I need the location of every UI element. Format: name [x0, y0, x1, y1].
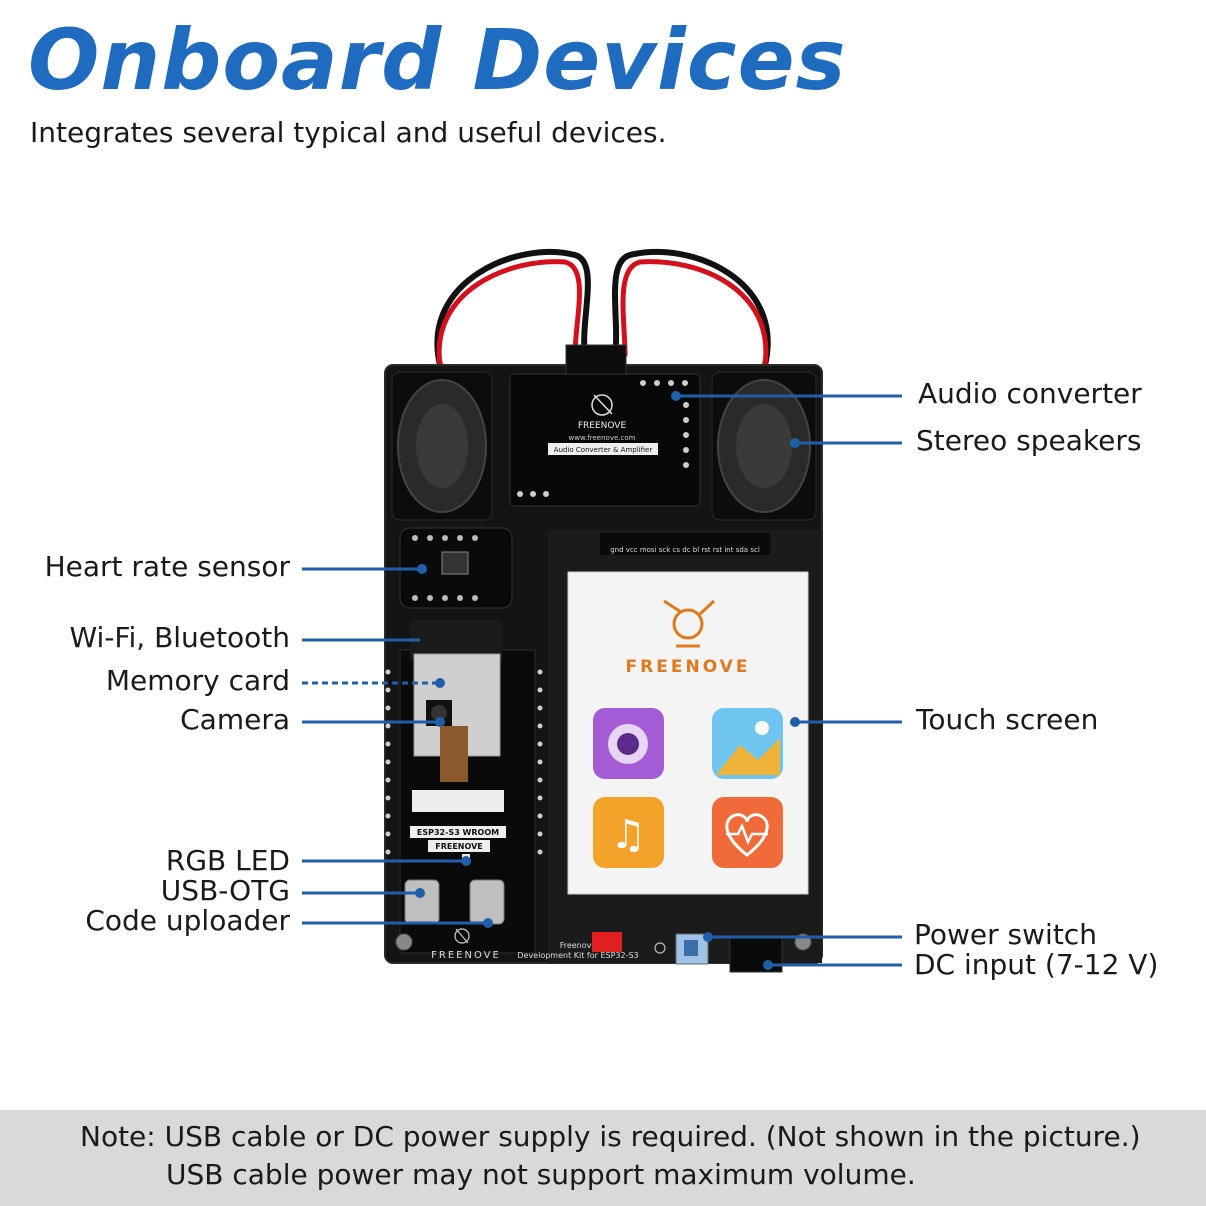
red-switch-icon — [592, 932, 622, 952]
label-stereo-speakers: Stereo speakers — [916, 424, 1142, 457]
esp-brand-label: FREENOVE — [435, 842, 483, 851]
label-dc-input: DC input (7-12 V) — [914, 948, 1159, 981]
touch-screen-display: FREENOVE ♫ — [567, 571, 809, 895]
heart-app-icon — [712, 797, 783, 868]
label-usb-otg: USB-OTG — [160, 874, 290, 907]
left-speaker-icon — [391, 371, 493, 521]
power-icon — [654, 942, 666, 954]
screen-brand: FREENOVE — [626, 657, 751, 677]
label-rgb-led: RGB LED — [165, 844, 290, 877]
heart-rate-sensor-module — [399, 527, 513, 609]
audio-url: www.freenove.com — [569, 434, 636, 442]
label-camera: Camera — [180, 703, 290, 736]
board-bottom-text: Freenove — [560, 941, 597, 950]
screen-pin-header — [600, 533, 770, 555]
leader-lines — [302, 394, 902, 967]
note-line-2: USB cable power may not support maximum … — [166, 1158, 916, 1191]
page-subtitle: Integrates several typical and useful de… — [30, 116, 667, 149]
label-memory-card: Memory card — [105, 664, 290, 697]
page-title: Onboard Devices — [28, 11, 847, 109]
usb-otg-port-icon — [404, 879, 440, 925]
speaker-connector — [565, 344, 627, 376]
screw-icon — [395, 933, 413, 951]
label-wifi-bluetooth: Wi-Fi, Bluetooth — [69, 621, 290, 654]
pin-header-label: gnd vcc mosi sck cs dc bl rst rst int sd… — [610, 546, 760, 554]
right-speaker-icon — [711, 371, 817, 521]
audio-module-label: Audio Converter & Amplifier — [554, 446, 653, 454]
label-power-switch: Power switch — [914, 918, 1097, 951]
board-bottom-subtext: Development Kit for ESP32-S3 — [517, 951, 638, 960]
esp32-module: ESP32-S3 WROOM FREENOVE — [385, 620, 543, 954]
svg-text:♫: ♫ — [610, 812, 646, 858]
label-code-uploader: Code uploader — [85, 904, 290, 937]
dc-jack-icon — [729, 937, 783, 973]
speaker-wires — [434, 248, 771, 368]
audio-converter-module: FREENOVE www.freenove.com Audio Converte… — [509, 373, 701, 507]
audio-brand: FREENOVE — [578, 421, 627, 431]
label-audio-converter: Audio converter — [918, 377, 1142, 410]
label-touch-screen: Touch screen — [916, 703, 1099, 736]
label-heart-rate-sensor: Heart rate sensor — [44, 550, 290, 583]
footer-note: Note: USB cable or DC power supply is re… — [0, 1110, 1206, 1206]
leader-endpoints — [415, 391, 800, 970]
code-uploader-port-icon — [469, 879, 505, 925]
note-line-1: Note: USB cable or DC power supply is re… — [80, 1120, 1141, 1153]
board-brand-text: FREENOVE — [431, 950, 501, 961]
esp-module-label: ESP32-S3 WROOM — [417, 828, 499, 837]
music-app-icon — [593, 797, 664, 868]
